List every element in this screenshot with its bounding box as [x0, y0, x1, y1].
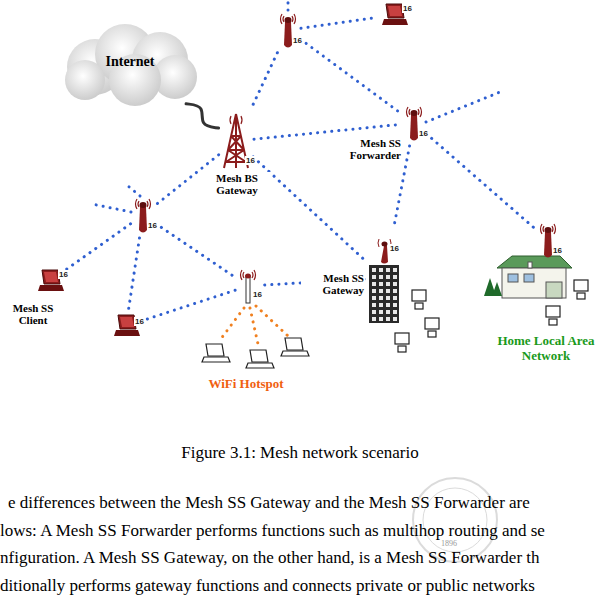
body-text: lows: A Mesh SS Forwarder performs funct… [0, 521, 545, 541]
wifi-laptop [202, 338, 309, 368]
standard-badge: 16 [389, 244, 400, 253]
standard-badge: 16 [402, 4, 413, 13]
body-text: ditionally performs gateway functions an… [0, 576, 535, 596]
base-station-tower: 16Mesh BS Gateway [221, 112, 251, 170]
mesh-laptop: 16Mesh SS Client [36, 268, 64, 294]
standard-badge: 16 [147, 221, 158, 230]
mesh-link [155, 223, 235, 277]
office-building: 16Mesh SS Gateway [367, 232, 401, 324]
standard-badge: 16 [292, 36, 303, 45]
internet-cloud: Internet [55, 22, 205, 102]
wifi-link [220, 306, 288, 344]
mesh-laptop: 16 [112, 313, 140, 339]
node-label: Mesh BS Gateway [203, 172, 271, 196]
mesh-link [300, 39, 401, 114]
hotspot-antenna: 16 [238, 266, 258, 306]
mesh-link [143, 290, 235, 320]
node-label: Internet [55, 54, 205, 70]
open-mesh-link [92, 2, 500, 212]
node-label: Mesh SS Gateway [301, 272, 365, 296]
house [497, 256, 572, 298]
body-text: e differences between the Mesh SS Gatewa… [8, 493, 530, 513]
node-label: Mesh SS Forwarder [330, 137, 402, 161]
standard-badge: 16 [245, 156, 256, 165]
tree [484, 278, 502, 296]
node-label: Mesh SS Client [2, 302, 64, 326]
mesh-antenna: 16 [538, 220, 558, 260]
standard-badge: 16 [418, 129, 429, 138]
network-label: WiFi Hotspot [205, 376, 287, 391]
standard-badge: 16 [552, 246, 563, 255]
mesh-link [66, 224, 130, 269]
mesh-antenna: 16 [133, 195, 153, 235]
mesh-antenna: 16Mesh SS Forwarder [404, 103, 424, 143]
building-symbol [369, 239, 399, 323]
mesh-link [251, 53, 278, 110]
mesh-link [128, 238, 139, 310]
standard-badge: 16 [134, 317, 145, 326]
body-text: nfiguration. A Mesh SS Gateway, on the o… [0, 548, 540, 568]
mesh-link [426, 134, 535, 230]
mesh-laptop: 16 [380, 2, 408, 28]
standard-badge: 16 [252, 290, 263, 299]
backhaul-cable [186, 104, 219, 128]
node-icon [238, 266, 258, 306]
standard-badge: 16 [58, 270, 69, 279]
mesh-link [301, 17, 377, 28]
mesh-antenna: 16 [278, 10, 298, 50]
figure-caption: Figure 3.1: Mesh network scenario [0, 443, 600, 463]
watermark-text: 1896 [441, 539, 457, 549]
network-label: Home Local Area Network [495, 333, 597, 363]
